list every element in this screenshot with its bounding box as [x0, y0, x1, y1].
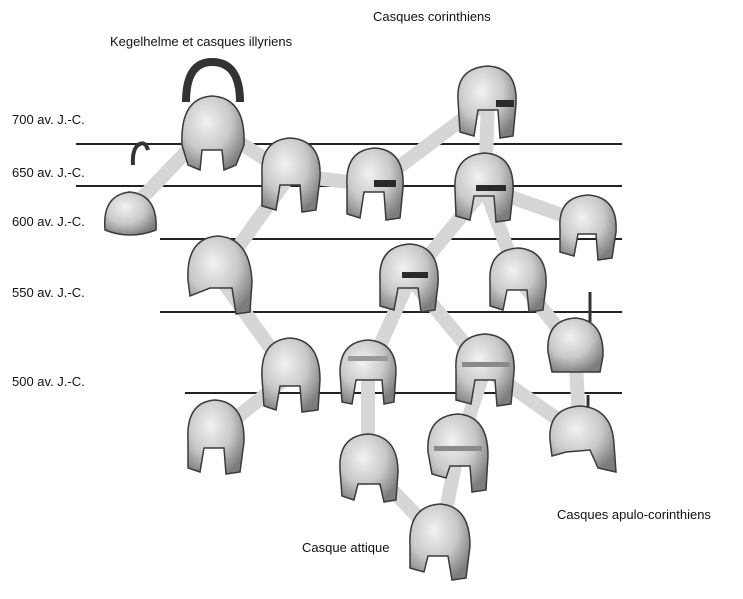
timeline-label-650: 650 av. J.-C. [12, 165, 85, 180]
helmets [105, 62, 616, 580]
helmet-icon [347, 148, 403, 220]
helmet-icon [455, 153, 513, 222]
apulo-corinthian-label: Casques apulo-corinthiens [557, 507, 711, 522]
helmet-icon [262, 338, 320, 412]
timeline-label-600: 600 av. J.-C. [12, 214, 85, 229]
helmet-icon [182, 62, 244, 170]
helmet-icon [340, 434, 398, 502]
helmet-icon [490, 248, 546, 312]
helmet-icon [550, 395, 616, 472]
helmet-icon [410, 504, 470, 580]
timeline-label-500: 500 av. J.-C. [12, 374, 85, 389]
illyrian-label: Kegelhelme et casques illyriens [110, 34, 292, 49]
timeline-label-700: 700 av. J.-C. [12, 112, 85, 127]
helmet-icon [456, 334, 514, 406]
helmet-icon [188, 400, 244, 474]
helmet-icon [560, 195, 616, 260]
corinthian-label: Casques corinthiens [373, 9, 491, 24]
timeline-label-550: 550 av. J.-C. [12, 285, 85, 300]
helmet-icon [548, 292, 603, 372]
helmet-icon [262, 138, 320, 212]
helmet-icon [188, 236, 252, 314]
helmet-icon [380, 244, 438, 312]
attic-label: Casque attique [302, 540, 389, 555]
